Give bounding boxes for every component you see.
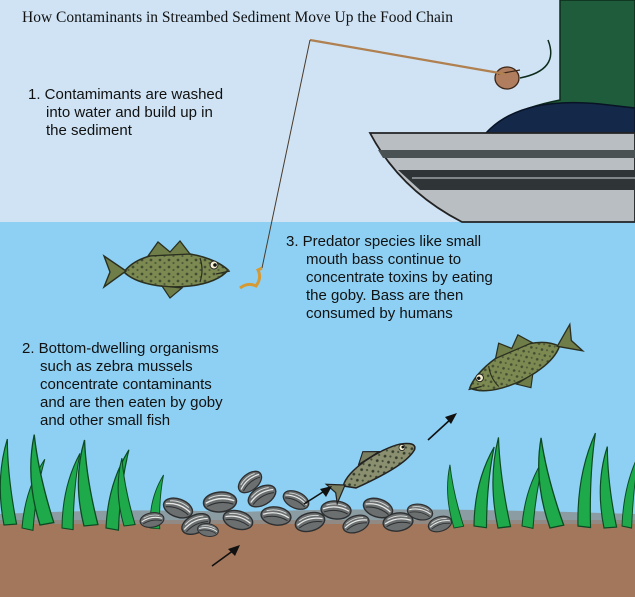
step-2-line: 2. Bottom-dwelling organisms: [22, 340, 219, 357]
step-3-line: 3. Predator species like small: [286, 233, 482, 250]
step-1-line: 1. Contamimants are washed: [28, 86, 224, 103]
boat-icon: [368, 132, 635, 223]
sediment-bed: [0, 520, 635, 597]
step-3-line: the goby. Bass are then: [306, 287, 464, 304]
arrow-icon: [427, 413, 457, 441]
fishing-rod-icon: [261, 38, 506, 269]
step-3-line: consumed by humans: [306, 305, 453, 322]
step-3-line: mouth bass continue to: [306, 251, 462, 268]
step-1-caption: 1. Contamimants are washed into water an…: [28, 86, 223, 140]
step-1-line: the sediment: [46, 122, 132, 139]
fisherman-icon: [484, 0, 635, 135]
step-1-line: into water and build up in: [46, 104, 213, 121]
step-2-line: and other small fish: [40, 412, 171, 429]
step-2-line: and are then eaten by goby: [40, 394, 223, 411]
arrow-icon: [303, 486, 332, 505]
step-3-caption: 3. Predator species like small mouth bas…: [286, 233, 493, 323]
goby-icon: [324, 442, 416, 506]
step-3-line: concentrate toxins by eating: [306, 269, 493, 286]
diagram-title: How Contaminants in Streambed Sediment M…: [22, 9, 453, 26]
bait-worm: [239, 266, 263, 290]
step-2-caption: 2. Bottom-dwelling organisms such as zeb…: [22, 340, 223, 430]
arrow-icon: [211, 545, 240, 567]
step-2-line: concentrate contaminants: [40, 376, 212, 393]
step-2-line: such as zebra mussels: [40, 358, 193, 375]
